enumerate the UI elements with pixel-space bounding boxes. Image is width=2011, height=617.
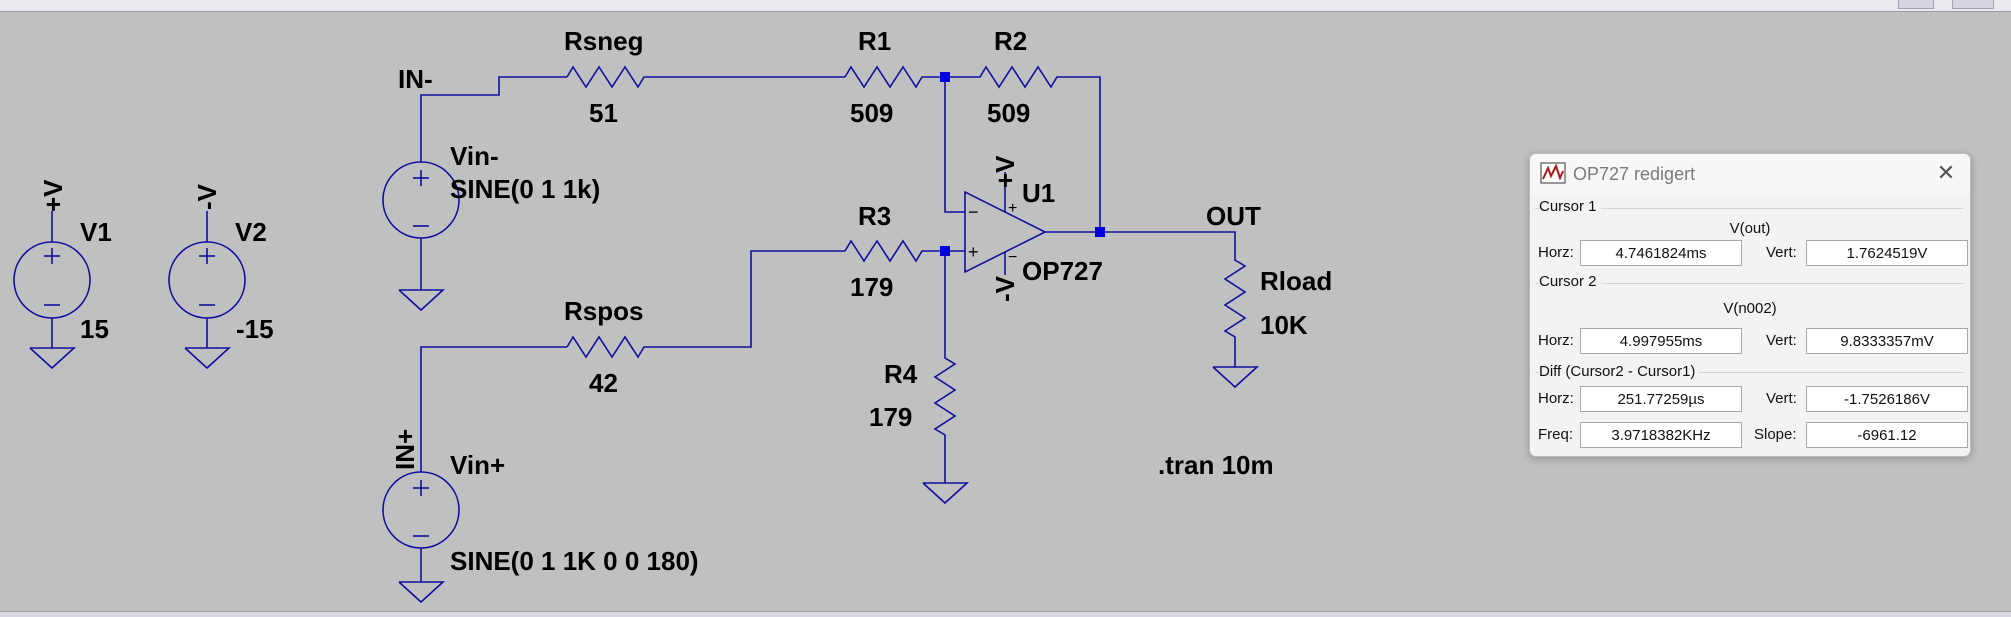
cursor2-vert-field[interactable]: [1806, 328, 1968, 354]
cursor2-horz-field[interactable]: [1580, 328, 1742, 354]
window-title-bar: [0, 0, 2011, 12]
resistor-r2[interactable]: [945, 65, 1101, 232]
rsneg-name: Rsneg: [564, 26, 643, 56]
status-bar: [0, 611, 2011, 617]
net-label-in-neg: IN-: [398, 64, 433, 94]
r2-name: R2: [994, 26, 1027, 56]
diff-vert-label: Vert:: [1766, 390, 1797, 407]
resistor-rspos[interactable]: [566, 250, 845, 359]
ltspice-logo-icon: [1540, 162, 1566, 184]
maximize-button[interactable]: [1952, 0, 1994, 9]
u1-name: U1: [1022, 178, 1055, 208]
cursor1-vert-field[interactable]: [1806, 240, 1968, 266]
voltage-source-v1[interactable]: [13, 211, 91, 370]
cursor2-trace: V(n002): [1723, 300, 1777, 317]
cursor1-trace: V(out): [1729, 220, 1771, 237]
resistor-r3[interactable]: [844, 239, 965, 263]
minimize-button[interactable]: [1898, 0, 1934, 9]
r3-value: 179: [850, 272, 893, 302]
vin-pos-name: Vin+: [450, 450, 505, 480]
cursor2-group-divider: [1535, 283, 1963, 285]
diff-vert-field[interactable]: [1806, 386, 1968, 412]
diff-horz-label: Horz:: [1538, 390, 1574, 407]
close-icon[interactable]: ✕: [1936, 160, 1956, 185]
cursor2-label: Cursor 2: [1539, 273, 1601, 290]
net-label-op-neg-supply: -V: [990, 275, 1020, 302]
diff-label: Diff (Cursor2 - Cursor1): [1539, 363, 1700, 380]
r1-name: R1: [858, 26, 891, 56]
resistor-r4[interactable]: [922, 251, 970, 505]
cursor1-horz-field[interactable]: [1580, 240, 1742, 266]
voltage-source-vin-pos[interactable]: [382, 346, 567, 604]
dialog-title: OP727 redigert: [1573, 164, 1696, 184]
r1-value: 509: [850, 98, 893, 128]
cursor1-horz-label: Horz:: [1538, 244, 1574, 261]
net-label-out: OUT: [1206, 201, 1261, 231]
junction-dot: [940, 72, 950, 82]
diff-freq-label: Freq:: [1538, 426, 1574, 443]
net-label-neg-supply: -V: [192, 183, 222, 210]
net-label-op-pos-supply: +V: [990, 155, 1020, 188]
cursor2-horz-label: Horz:: [1538, 332, 1574, 349]
cursor1-label: Cursor 1: [1539, 198, 1601, 215]
r4-value: 179: [869, 402, 912, 432]
voltage-source-vin-neg[interactable]: [382, 76, 567, 312]
opamp-minus-pin: −: [968, 202, 979, 222]
resistor-rsneg[interactable]: [566, 65, 845, 89]
cursor1-group-divider: [1535, 208, 1963, 210]
dialog-title-bar[interactable]: OP727 redigert ✕: [1530, 154, 1970, 194]
cursor1-vert-label: Vert:: [1766, 244, 1797, 261]
junction-dot: [1095, 227, 1105, 237]
opamp-plus-pin-top: +: [1008, 200, 1017, 217]
cursor2-vert-label: Vert:: [1766, 332, 1797, 349]
r4-name: R4: [884, 359, 918, 389]
opamp-plus-pin: +: [968, 242, 979, 262]
rsneg-value: 51: [589, 98, 618, 128]
diff-group-divider: [1535, 372, 1963, 374]
vin-neg-value: SINE(0 1 1k): [450, 174, 600, 204]
rspos-name: Rspos: [564, 296, 643, 326]
spice-directive[interactable]: .tran 10m: [1158, 450, 1274, 480]
v2-value: -15: [236, 314, 274, 344]
r3-name: R3: [858, 201, 891, 231]
vin-pos-value: SINE(0 1 1K 0 0 180): [450, 546, 699, 576]
r2-value: 509: [987, 98, 1030, 128]
opamp-minus-pin-bottom: −: [1008, 249, 1017, 266]
rload-name: Rload: [1260, 266, 1332, 296]
rspos-value: 42: [589, 368, 618, 398]
resistor-rload[interactable]: [1100, 231, 1260, 389]
v2-name: V2: [235, 217, 267, 247]
u1-value: OP727: [1022, 256, 1103, 286]
v1-name: V1: [80, 217, 112, 247]
resistor-r1[interactable]: [844, 65, 945, 89]
diff-slope-field[interactable]: [1806, 422, 1968, 448]
voltage-source-v2[interactable]: [168, 211, 246, 370]
diff-freq-field[interactable]: [1580, 422, 1742, 448]
net-label-in-pos: IN+: [390, 429, 420, 470]
vin-neg-name: Vin-: [450, 141, 499, 171]
diff-horz-field[interactable]: [1580, 386, 1742, 412]
net-label-pos-supply: +V: [38, 179, 68, 212]
diff-slope-label: Slope:: [1754, 426, 1797, 443]
cursor-dialog[interactable]: OP727 redigert ✕ Cursor 1 V(out) Horz: V…: [1529, 153, 1971, 457]
v1-value: 15: [80, 314, 109, 344]
rload-value: 10K: [1260, 310, 1308, 340]
opamp-u1[interactable]: [964, 172, 1100, 275]
